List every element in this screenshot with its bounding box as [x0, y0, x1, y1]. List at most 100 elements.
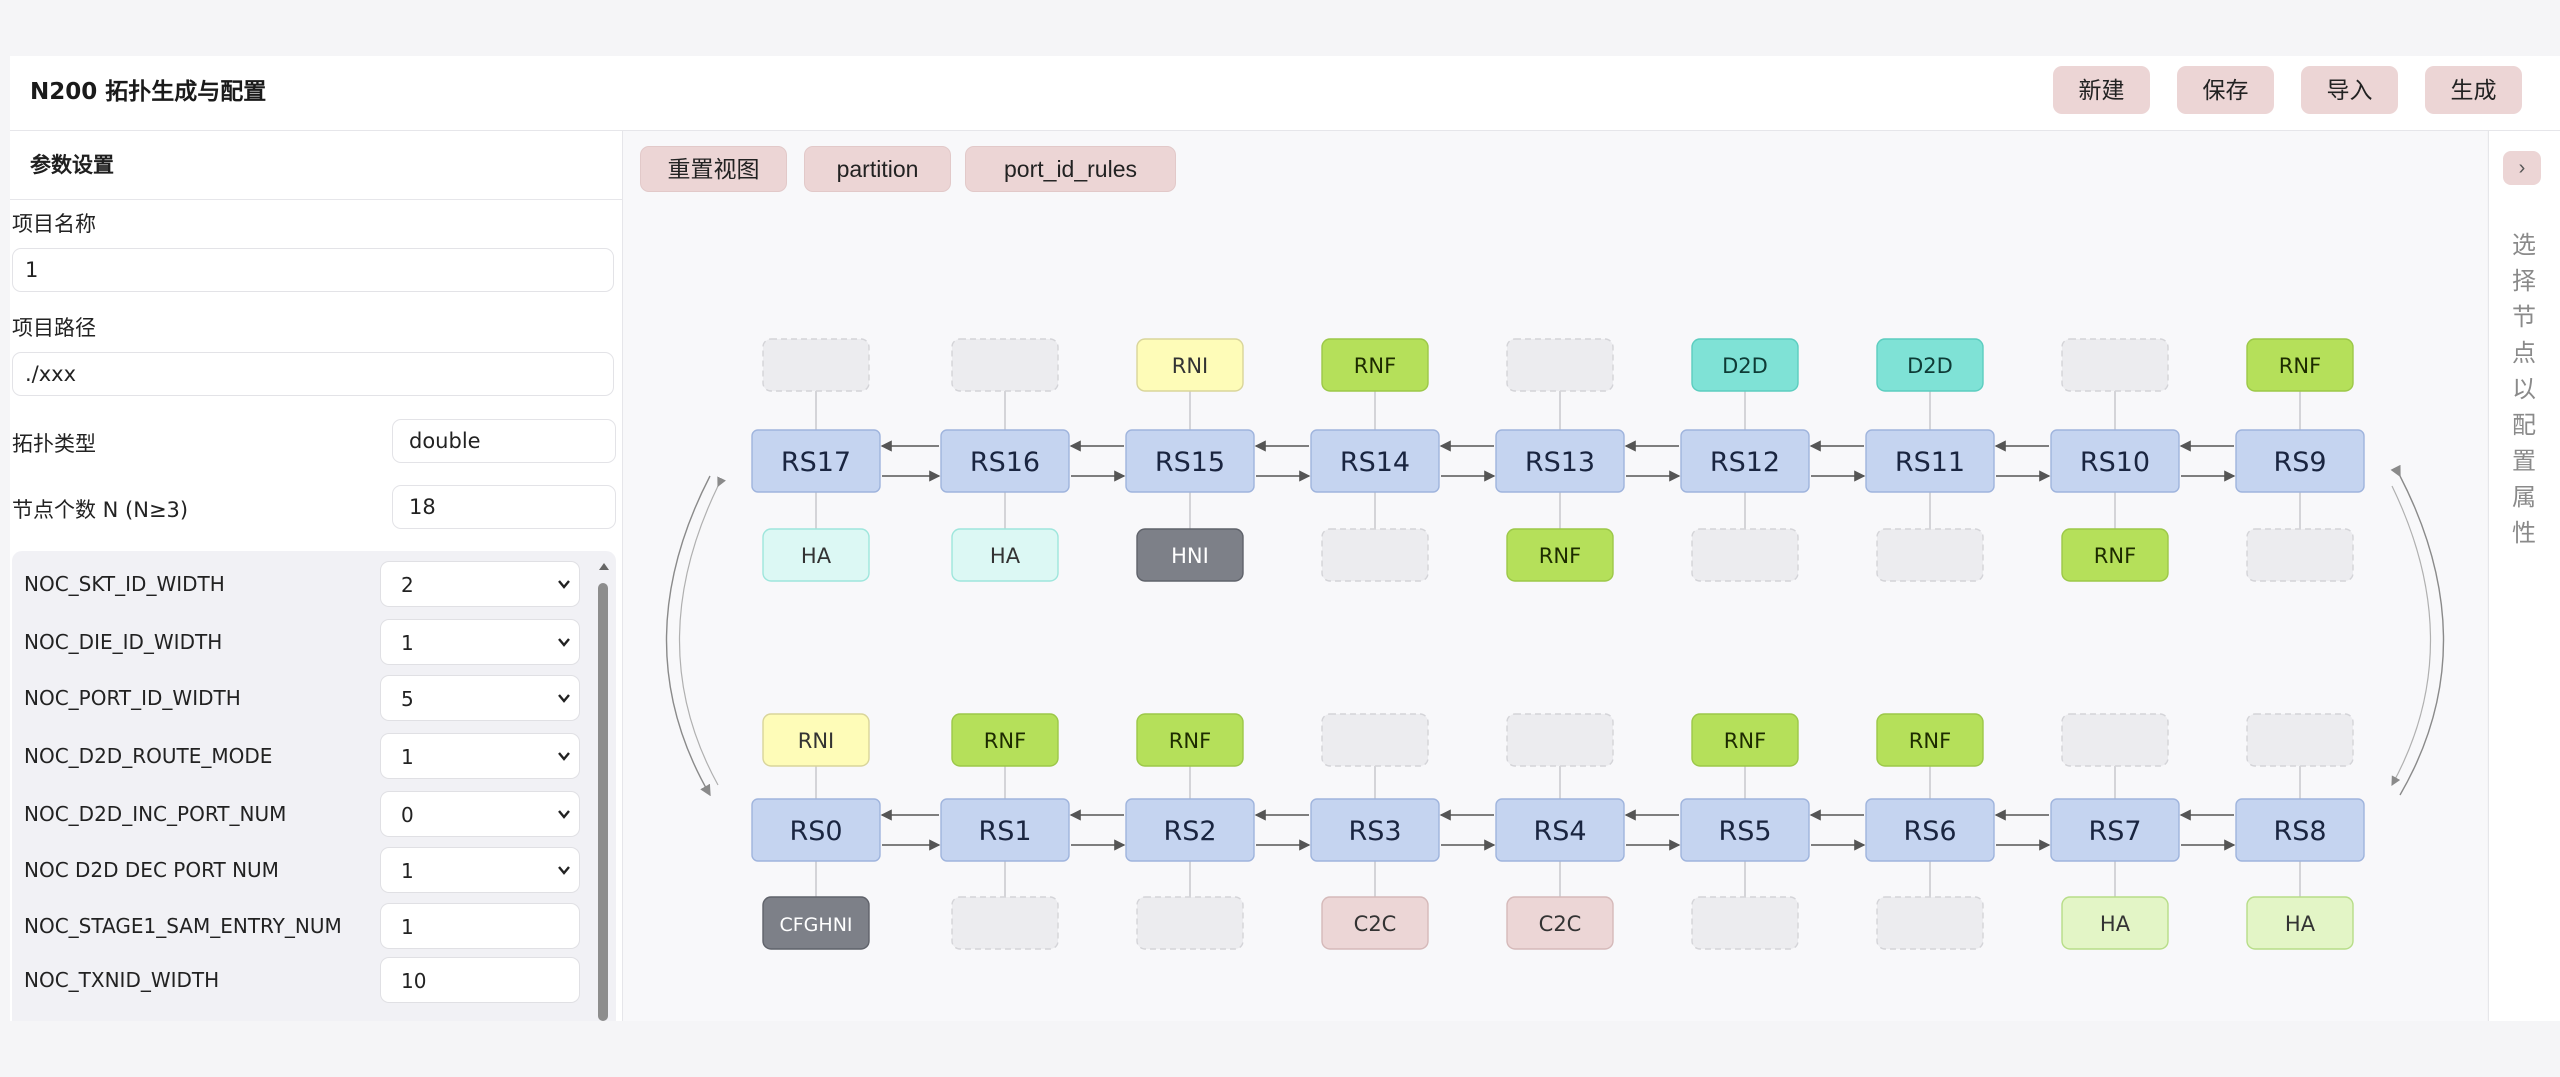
port-node-rnf[interactable]: [2061, 528, 2169, 582]
topology-diagram[interactable]: HARS17HARS16RNIHNIRS15RNFRS14RNFRS13D2DR…: [623, 131, 2487, 1021]
router-node-rs8[interactable]: [2235, 798, 2365, 862]
router-label: RS8: [2273, 816, 2326, 847]
param-select[interactable]: 2: [380, 561, 580, 607]
router-node-rs10[interactable]: [2050, 429, 2180, 493]
param-select[interactable]: 0: [380, 791, 580, 837]
router-label: RS5: [1718, 816, 1771, 847]
port-node-empty[interactable]: [951, 338, 1059, 392]
project-name-input[interactable]: [12, 248, 614, 292]
port-id-rules-button[interactable]: port_id_rules: [965, 146, 1176, 192]
node-count-input[interactable]: [392, 485, 616, 529]
ring-link-left-outer: [665, 475, 711, 797]
port-node-d2d[interactable]: [1876, 338, 1984, 392]
save-button[interactable]: 保存: [2177, 66, 2274, 114]
scrollbar-thumb[interactable]: [598, 583, 608, 1021]
reset-view-button[interactable]: 重置视图: [640, 146, 787, 192]
param-label: NOC_STAGE1_SAM_ENTRY_NUM: [24, 914, 342, 938]
scrollbar[interactable]: [596, 563, 610, 1021]
router-node-rs0[interactable]: [751, 798, 881, 862]
topology-type-label: 拓扑类型: [12, 432, 96, 456]
port-node-ha[interactable]: [951, 528, 1059, 582]
port-label: D2D: [1722, 354, 1768, 378]
scroll-up-arrow-icon[interactable]: [599, 563, 609, 570]
port-node-empty[interactable]: [1876, 896, 1984, 950]
collapse-panel-button[interactable]: ›: [2503, 151, 2541, 185]
param-value: 1: [401, 859, 414, 883]
param-input[interactable]: 10: [380, 957, 580, 1003]
port-label: C2C: [1539, 912, 1582, 936]
router-node-rs15[interactable]: [1125, 429, 1255, 493]
port-node-ha[interactable]: [2061, 896, 2169, 950]
port-node-empty[interactable]: [1321, 713, 1429, 767]
port-node-c2c[interactable]: [1321, 896, 1429, 950]
port-node-cfghni[interactable]: [762, 896, 870, 950]
router-node-rs12[interactable]: [1680, 429, 1810, 493]
router-node-rs1[interactable]: [940, 798, 1070, 862]
new-button[interactable]: 新建: [2053, 66, 2150, 114]
port-node-empty[interactable]: [2246, 713, 2354, 767]
router-node-rs2[interactable]: [1125, 798, 1255, 862]
router-label: RS12: [1710, 447, 1780, 478]
port-node-rnf[interactable]: [951, 713, 1059, 767]
port-node-empty[interactable]: [1876, 528, 1984, 582]
port-node-empty[interactable]: [2246, 528, 2354, 582]
param-row: NOC_D2D_INC_PORT_NUM 0: [12, 789, 592, 839]
router-node-rs6[interactable]: [1865, 798, 1995, 862]
project-path-input[interactable]: [12, 352, 614, 396]
router-node-rs11[interactable]: [1865, 429, 1995, 493]
param-select[interactable]: 1: [380, 619, 580, 665]
param-value: 1: [401, 631, 414, 655]
port-node-empty[interactable]: [1321, 528, 1429, 582]
router-label: RS0: [789, 816, 842, 847]
port-node-empty[interactable]: [1506, 338, 1614, 392]
router-node-rs17[interactable]: [751, 429, 881, 493]
port-node-empty[interactable]: [1506, 713, 1614, 767]
router-node-rs16[interactable]: [940, 429, 1070, 493]
param-select[interactable]: 1: [380, 847, 580, 893]
param-select[interactable]: 1: [380, 733, 580, 779]
port-node-ha[interactable]: [762, 528, 870, 582]
router-node-rs5[interactable]: [1680, 798, 1810, 862]
port-node-rni[interactable]: [1136, 338, 1244, 392]
param-label: NOC_PORT_ID_WIDTH: [24, 686, 241, 710]
router-node-rs4[interactable]: [1495, 798, 1625, 862]
param-value: 2: [401, 573, 414, 597]
topology-type-input[interactable]: [392, 419, 616, 463]
port-node-rnf[interactable]: [1506, 528, 1614, 582]
partition-button[interactable]: partition: [804, 146, 951, 192]
router-node-rs3[interactable]: [1310, 798, 1440, 862]
panel-title: 参数设置: [30, 153, 114, 177]
router-node-rs13[interactable]: [1495, 429, 1625, 493]
port-label: C2C: [1354, 912, 1397, 936]
router-node-rs7[interactable]: [2050, 798, 2180, 862]
port-node-empty[interactable]: [951, 896, 1059, 950]
port-label: RNF: [1539, 544, 1581, 568]
port-node-rnf[interactable]: [1876, 713, 1984, 767]
port-node-hni[interactable]: [1136, 528, 1244, 582]
port-node-c2c[interactable]: [1506, 896, 1614, 950]
port-node-empty[interactable]: [1691, 528, 1799, 582]
port-node-rnf[interactable]: [1691, 713, 1799, 767]
param-input[interactable]: 1: [380, 903, 580, 949]
port-node-empty[interactable]: [1691, 896, 1799, 950]
port-node-rni[interactable]: [762, 713, 870, 767]
port-node-rnf[interactable]: [2246, 338, 2354, 392]
router-node-rs9[interactable]: [2235, 429, 2365, 493]
port-node-empty[interactable]: [1136, 896, 1244, 950]
router-label: RS13: [1525, 447, 1595, 478]
port-node-d2d[interactable]: [1691, 338, 1799, 392]
param-label: NOC_D2D_INC_PORT_NUM: [24, 802, 287, 826]
port-node-empty[interactable]: [2061, 713, 2169, 767]
port-node-ha[interactable]: [2246, 896, 2354, 950]
param-select[interactable]: 5: [380, 675, 580, 721]
import-button[interactable]: 导入: [2301, 66, 2398, 114]
port-node-empty[interactable]: [2061, 338, 2169, 392]
port-node-empty[interactable]: [762, 338, 870, 392]
generate-button[interactable]: 生成: [2425, 66, 2522, 114]
port-node-rnf[interactable]: [1136, 713, 1244, 767]
router-node-rs14[interactable]: [1310, 429, 1440, 493]
port-node-rnf[interactable]: [1321, 338, 1429, 392]
